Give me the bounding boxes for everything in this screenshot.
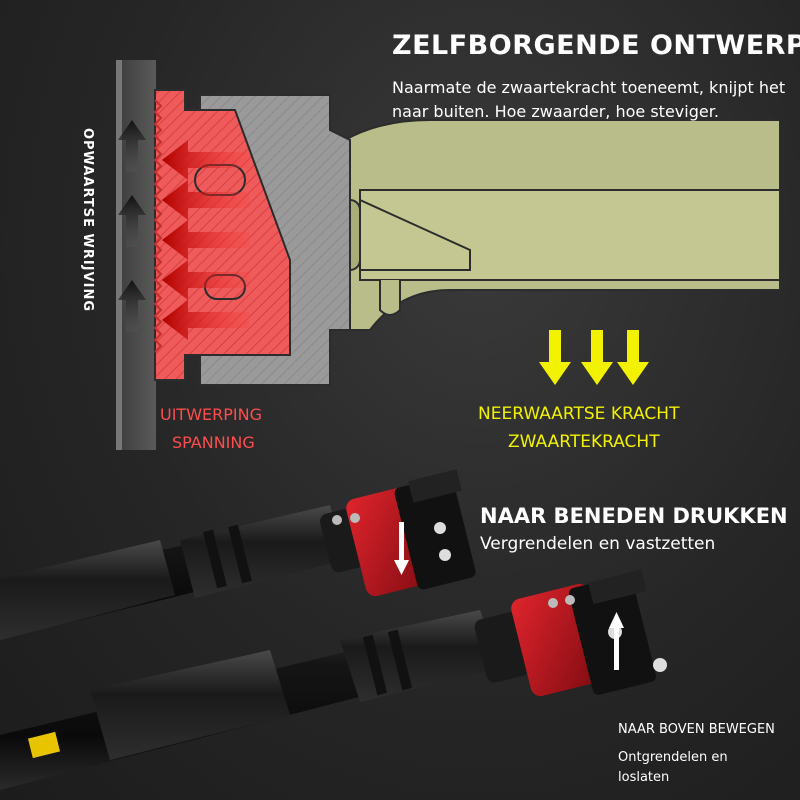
tension-label: SPANNING <box>172 433 255 452</box>
arrow-up-icon <box>118 120 146 332</box>
ejection-label: UITWERPING <box>160 405 262 424</box>
arrow-left-icon <box>162 140 250 340</box>
page-title: ZELFBORGENDE ONTWERP <box>392 30 800 61</box>
lock-title: NAAR BENEDEN DRUKKEN <box>480 504 788 528</box>
unlock-title: NAAR BOVEN BEWEGEN <box>618 722 775 737</box>
downward-force-label: NEERWAARTSE KRACHT <box>478 404 680 424</box>
gravity-label: ZWAARTEKRACHT <box>508 432 660 452</box>
clamp-body <box>289 119 781 331</box>
bar-lower <box>0 569 667 790</box>
upward-friction-label: OPWAARTSE WRIJVING <box>80 128 95 312</box>
arrow-down-icon <box>539 330 649 385</box>
wall <box>116 60 156 450</box>
unlock-subtitle: Ontgrendelen en loslaten <box>618 750 728 785</box>
lock-subtitle: Vergrendelen en vastzetten <box>480 534 716 554</box>
page-description: Naarmate de zwaartekracht toeneemt, knij… <box>392 78 786 121</box>
bar-upper <box>0 469 476 640</box>
